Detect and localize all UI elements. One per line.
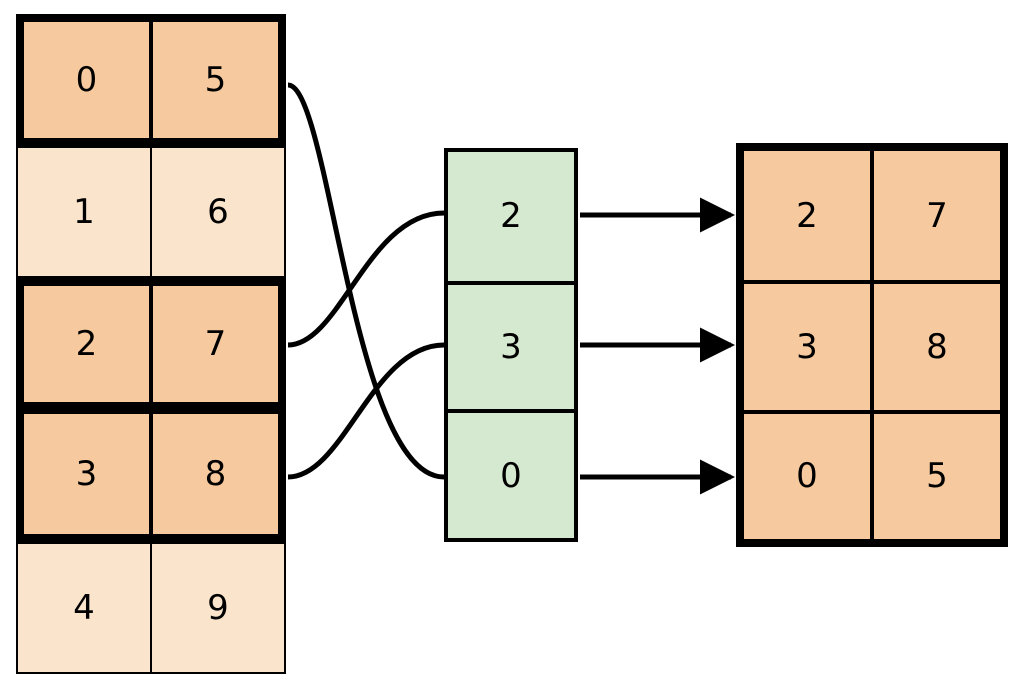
cell-r2c1: 7 bbox=[153, 286, 278, 402]
cell-r3c0: 3 bbox=[24, 414, 153, 534]
index-array-column: 2 3 0 bbox=[444, 148, 578, 542]
cell-r0c1: 5 bbox=[153, 22, 278, 138]
cell-r4c1: 9 bbox=[152, 544, 284, 672]
table-row[interactable]: 2 7 bbox=[16, 278, 286, 410]
table-row[interactable]: 1 6 bbox=[16, 146, 286, 278]
table-row[interactable]: 2 7 bbox=[744, 151, 1000, 281]
connector-curve-row3-to-index1 bbox=[287, 342, 445, 480]
list-item[interactable]: 3 bbox=[448, 280, 574, 410]
table-row[interactable]: 4 9 bbox=[16, 542, 286, 674]
table-row[interactable]: 3 8 bbox=[744, 280, 1000, 410]
result-cell-r1c1: 8 bbox=[874, 284, 1000, 410]
cell-r0c0: 0 bbox=[24, 22, 153, 138]
table-row[interactable]: 0 5 bbox=[16, 14, 286, 146]
table-row[interactable]: 0 5 bbox=[744, 409, 1000, 539]
cell-r1c1: 6 bbox=[152, 148, 284, 276]
result-cell-r1c0: 3 bbox=[744, 284, 874, 410]
list-item[interactable]: 2 bbox=[448, 152, 574, 281]
result-cell-r0c0: 2 bbox=[744, 151, 874, 281]
result-cell-r0c1: 7 bbox=[874, 151, 1000, 281]
table-row[interactable]: 3 8 bbox=[16, 410, 286, 542]
index-cell-0: 2 bbox=[448, 152, 574, 281]
cell-r1c0: 1 bbox=[18, 148, 152, 276]
source-array-matrix: 0 5 1 6 2 7 3 8 4 9 bbox=[16, 14, 286, 674]
index-cell-2: 0 bbox=[448, 413, 574, 539]
cell-r2c0: 2 bbox=[24, 286, 153, 402]
result-cell-r2c0: 0 bbox=[744, 413, 874, 539]
result-cell-r2c1: 5 bbox=[874, 413, 1000, 539]
result-array-matrix: 2 7 3 8 0 5 bbox=[736, 143, 1008, 547]
connector-curve-row0-to-index2 bbox=[287, 82, 445, 480]
connector-curve-row2-to-index0 bbox=[287, 210, 445, 348]
index-cell-1: 3 bbox=[448, 284, 574, 410]
cell-r4c0: 4 bbox=[18, 544, 152, 672]
cell-r3c1: 8 bbox=[153, 414, 278, 534]
list-item[interactable]: 0 bbox=[448, 409, 574, 539]
